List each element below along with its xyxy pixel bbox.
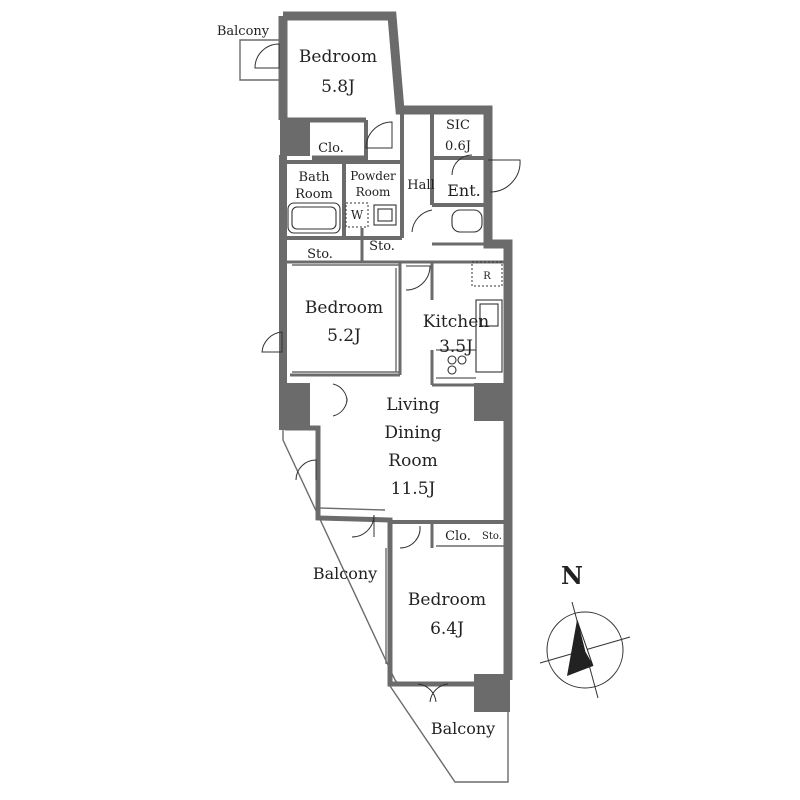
columns [280, 118, 510, 712]
living-label-3: Room [388, 451, 437, 471]
bath-label-2: Room [295, 187, 333, 202]
entrance-label: Ent. [447, 181, 481, 200]
refrigerator-label: R [483, 271, 491, 282]
hall-label: Hall [407, 178, 434, 193]
powder-label-2: Room [356, 185, 391, 199]
living-size: 11.5J [391, 479, 436, 499]
kitchen-size: 3.5J [439, 337, 473, 357]
bedroom-label-bottom: Bedroom [408, 590, 486, 610]
living-label-1: Living [386, 395, 440, 415]
living-label-2: Dining [384, 423, 441, 443]
bedroom-size-bottom: 6.4J [430, 619, 464, 639]
doors [254, 43, 521, 703]
balconies [239, 39, 509, 783]
compass-needle-icon [567, 620, 593, 676]
bedroom-label-top: Bedroom [299, 47, 377, 67]
balcony-label-bottom: Balcony [431, 719, 495, 738]
bedroom-size-top: 5.8J [321, 77, 355, 97]
bedroom-label-mid: Bedroom [305, 298, 383, 318]
bath-label-1: Bath [299, 170, 331, 185]
fixtures [285, 202, 504, 664]
storage-label-left: Sto. [307, 247, 333, 262]
sic-label: SIC [446, 118, 470, 133]
north-label: N [561, 561, 583, 590]
closet-label-bottom: Clo. [445, 529, 471, 544]
storage-label-bottom: Sto. [482, 531, 502, 542]
sic-size: 0.6J [445, 139, 471, 154]
compass: N [539, 561, 631, 699]
balcony-label-top: Balcony [217, 24, 270, 39]
storage-label-mid: Sto. [369, 239, 395, 254]
room-labels: Balcony Bedroom 5.8J Clo. SIC 0.6J Bath … [217, 24, 502, 738]
powder-label-1: Powder [350, 169, 396, 183]
kitchen-label: Kitchen [423, 312, 489, 332]
balcony-label-left: Balcony [313, 564, 377, 583]
bedroom-size-mid: 5.2J [327, 326, 361, 346]
washer-label: W [351, 208, 364, 222]
interior-walls [283, 110, 508, 548]
compass-ring [546, 611, 624, 689]
closet-label-top: Clo. [318, 141, 344, 156]
